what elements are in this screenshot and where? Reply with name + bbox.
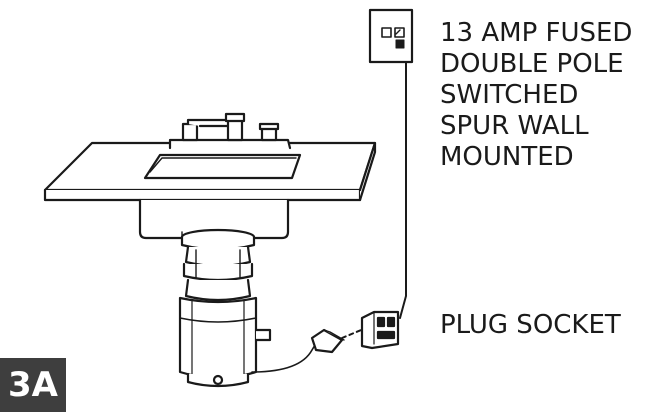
tap-icon	[168, 112, 292, 150]
sink-icon	[138, 153, 302, 240]
plug-icon	[310, 328, 345, 354]
spur-description-label: 13 AMP FUSED DOUBLE POLE SWITCHED SPUR W…	[440, 18, 632, 173]
spur-label-line: SWITCHED	[440, 80, 579, 110]
spur-label-line: DOUBLE POLE	[440, 49, 624, 79]
switched-spur-icon	[368, 8, 414, 64]
plug-socket-icon	[360, 310, 400, 350]
spur-label-line: MOUNTED	[440, 142, 574, 172]
waste-disposer-icon	[178, 228, 272, 388]
supply-cable	[399, 61, 407, 319]
plug-connection-dashed	[341, 327, 367, 339]
spur-label-line: SPUR WALL	[440, 111, 589, 141]
figure-number-badge: 3A	[0, 358, 66, 412]
socket-label: PLUG SOCKET	[440, 310, 621, 340]
appliance-cable	[251, 339, 319, 373]
spur-label-line: 13 AMP FUSED	[440, 18, 633, 48]
